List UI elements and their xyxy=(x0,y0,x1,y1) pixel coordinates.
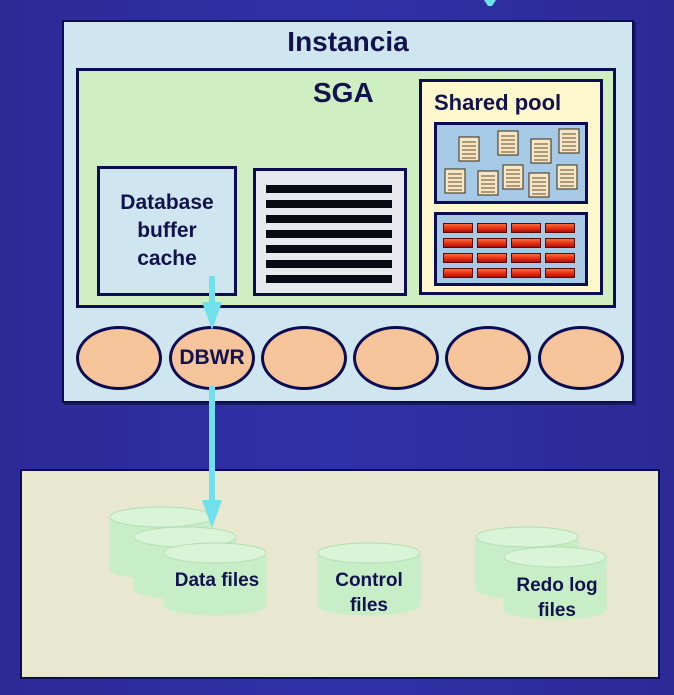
background-process xyxy=(538,326,624,390)
data-dictionary-cache xyxy=(434,212,588,286)
instance-title: Instancia xyxy=(287,26,409,57)
sga-box: SGA Database buffer cache Shared pool xyxy=(76,68,616,308)
database-files-area: Data files Control files Redo log files xyxy=(20,469,660,679)
document-icons xyxy=(444,128,580,198)
sga-title: SGA xyxy=(313,77,374,108)
dbwr-process: DBWR xyxy=(169,326,255,390)
instance-box: Instancia SGA Database buffer cache Shar… xyxy=(62,20,634,403)
database-buffer-cache: Database buffer cache xyxy=(97,166,237,296)
shared-pool: Shared pool xyxy=(419,79,603,295)
library-cache xyxy=(434,122,588,204)
control-files-label: Control files xyxy=(335,570,403,616)
background-process xyxy=(445,326,531,390)
redo-log-files-label: Redo log files xyxy=(516,575,598,621)
top-arrow-remnant xyxy=(484,0,496,6)
background-process xyxy=(76,326,162,390)
redo-log-buffer xyxy=(253,168,407,296)
shared-pool-title: Shared pool xyxy=(434,90,562,115)
data-files-label: Data files xyxy=(174,570,260,591)
background-process xyxy=(353,326,439,390)
background-process xyxy=(261,326,347,390)
